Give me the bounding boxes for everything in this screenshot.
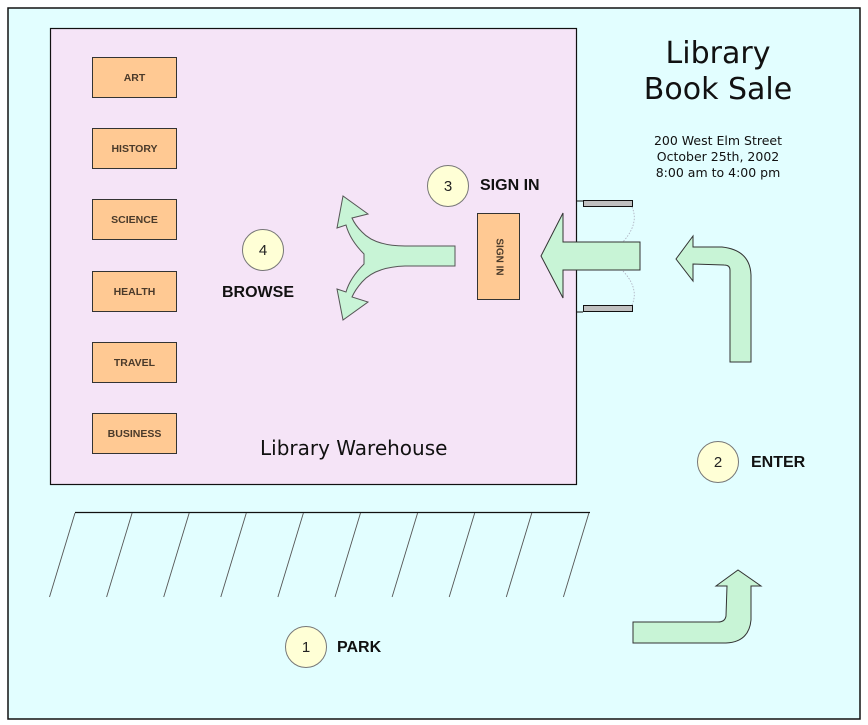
section-business: BUSINESS <box>92 413 177 454</box>
warehouse-label: Library Warehouse <box>260 436 448 460</box>
parking-stripe <box>49 512 76 598</box>
parking-stripe <box>106 512 133 598</box>
park-to-enter-arrow <box>632 569 763 644</box>
door-bottom <box>583 305 633 312</box>
step-4-label: BROWSE <box>222 284 294 301</box>
browse-split-arrow <box>336 195 456 321</box>
section-science: SCIENCE <box>92 199 177 240</box>
entry-arrow <box>540 212 641 299</box>
event-hours: 8:00 am to 4:00 pm <box>655 165 781 180</box>
turn-left-arrow <box>675 234 752 363</box>
signin-desk-label: SIGN IN <box>493 237 504 276</box>
parking-stripe <box>391 512 419 598</box>
door-top <box>583 200 633 207</box>
sale-title-line2: Book Sale <box>643 72 793 107</box>
section-history: HISTORY <box>92 128 177 169</box>
section-art: ART <box>92 57 177 98</box>
parking-stripe <box>562 512 590 598</box>
step-3-badge: 3 <box>427 165 469 207</box>
signin-desk: SIGN IN <box>477 213 520 300</box>
step-3-label: SIGN IN <box>480 177 540 194</box>
parking-stripe <box>334 512 361 598</box>
entrance-doors <box>576 200 635 313</box>
event-address: 200 West Elm Street <box>653 133 783 148</box>
parking-stripe <box>277 512 304 598</box>
parking-stripe <box>220 512 247 598</box>
section-travel: TRAVEL <box>92 342 177 383</box>
step-1-badge: 1 <box>285 626 327 668</box>
parking-lot <box>49 511 590 598</box>
parking-stripe <box>163 512 190 598</box>
parking-stripe <box>505 512 533 598</box>
step-2-label: ENTER <box>751 454 806 471</box>
step-1-label: PARK <box>337 639 382 656</box>
sale-title-line1: Library <box>665 36 771 71</box>
parking-stripe <box>448 512 476 598</box>
event-date: October 25th, 2002 <box>656 149 780 164</box>
step-4-badge: 4 <box>242 229 284 271</box>
step-2-badge: 2 <box>697 441 739 483</box>
section-health: HEALTH <box>92 271 177 312</box>
